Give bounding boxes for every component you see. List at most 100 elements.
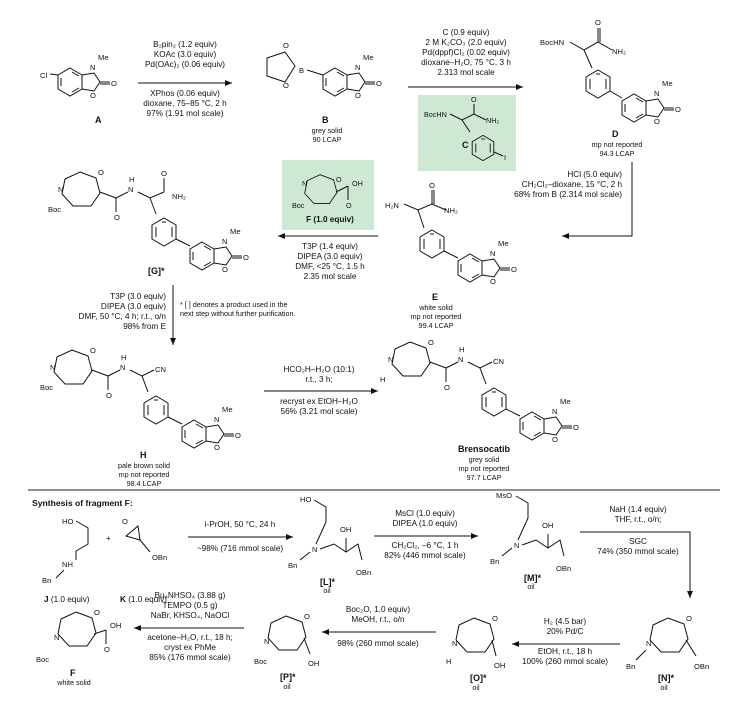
- compound-k-structure: O OBn: [122, 517, 167, 562]
- compound-l-state: oil: [323, 586, 331, 595]
- svg-text:Me: Me: [222, 405, 233, 414]
- compound-f-final-label: F: [70, 668, 76, 678]
- compound-n-label: [N]*: [658, 673, 674, 683]
- svg-text:O: O: [90, 91, 96, 100]
- compound-o-label: [O]*: [470, 673, 487, 683]
- svg-text:CN: CN: [155, 365, 166, 374]
- brensocatib-desc-3: 97.7 LCAP: [467, 473, 502, 482]
- step2-conditions: C (0.9 equiv) 2 M K₂CO₃ (2.0 equiv) Pd(d…: [421, 28, 511, 77]
- compound-g-structure: N Boc O O N H O NH₂ N Me O O: [48, 168, 249, 274]
- svg-text:O: O: [235, 431, 241, 440]
- svg-text:XPhos (0.06 equiv): XPhos (0.06 equiv): [150, 89, 220, 98]
- svg-text:EtOH, r.t., 18 h: EtOH, r.t., 18 h: [538, 647, 593, 656]
- svg-text:O: O: [675, 105, 681, 114]
- svg-text:H: H: [380, 375, 385, 384]
- compound-m-state: oil: [527, 582, 535, 591]
- svg-text:56% (3.21 mol scale): 56% (3.21 mol scale): [281, 407, 358, 416]
- compound-f-final-state: white solid: [56, 678, 91, 687]
- compound-l-structure: HO N Bn OH OBn: [288, 495, 371, 577]
- svg-text:N: N: [90, 63, 95, 72]
- svg-text:68% from B (2.314 mol scale): 68% from B (2.314 mol scale): [514, 190, 622, 199]
- svg-text:H: H: [129, 175, 134, 184]
- svg-text:O: O: [104, 645, 110, 654]
- step4-reagent: F (1.0 equiv): [306, 215, 354, 224]
- svg-text:HO: HO: [62, 517, 73, 526]
- svg-text:OH: OH: [352, 179, 363, 188]
- compound-o-structure: O N H OH: [446, 614, 505, 670]
- svg-text:OBn: OBn: [694, 662, 709, 671]
- svg-text:NaH (1.4 equiv): NaH (1.4 equiv): [609, 505, 667, 514]
- compound-p-state: oil: [283, 682, 291, 691]
- svg-text:N: N: [490, 249, 495, 258]
- svg-text:O: O: [552, 435, 558, 444]
- svg-text:HO: HO: [300, 495, 311, 504]
- svg-text:Cl: Cl: [40, 71, 47, 80]
- svg-text:O: O: [573, 423, 579, 432]
- reagent-c-structure: BocHN O NH₂ I: [424, 95, 506, 162]
- svg-text:Me: Me: [230, 227, 241, 236]
- compound-d-label: D: [612, 129, 619, 139]
- compound-h-label: H: [140, 450, 147, 460]
- reagent-f-highlight: [282, 160, 374, 230]
- svg-text:NaBr, KHSO₄, NaOCl: NaBr, KHSO₄, NaOCl: [151, 611, 230, 620]
- step6-conditions: HCO₂H–H₂O (10:1) r.t., 3 h; recryst ex E…: [280, 365, 358, 416]
- reagent-c-label: C: [462, 140, 469, 150]
- svg-text:O: O: [214, 443, 220, 452]
- svg-text:NH₂: NH₂: [172, 192, 186, 201]
- svg-text:T3P (3.0 equiv): T3P (3.0 equiv): [110, 292, 166, 301]
- svg-text:Pd(dppf)Cl₂ (0.02 equiv): Pd(dppf)Cl₂ (0.02 equiv): [422, 48, 510, 57]
- svg-text:Me: Me: [560, 397, 571, 406]
- svg-text:O: O: [283, 81, 289, 90]
- svg-text:Boc: Boc: [40, 383, 53, 392]
- svg-text:BocHN: BocHN: [540, 38, 564, 47]
- svg-text:85% (176 mmol scale): 85% (176 mmol scale): [149, 653, 231, 662]
- svg-text:OBn: OBn: [356, 568, 371, 577]
- compound-d-structure: BocHN O NH₂ N Me O O: [540, 18, 681, 126]
- compound-f-final-structure: O N Boc O OH: [36, 608, 121, 664]
- compound-e-desc-1: white solid: [418, 303, 453, 312]
- compound-o-state: oil: [472, 683, 480, 692]
- svg-text:N: N: [514, 541, 519, 550]
- svg-text:acetone–H₂O, r.t., 18 h;: acetone–H₂O, r.t., 18 h;: [147, 633, 233, 642]
- svg-text:Bu₄NHSO₄ (3.88 g): Bu₄NHSO₄ (3.88 g): [155, 591, 226, 600]
- svg-text:NH₂: NH₂: [612, 47, 626, 56]
- svg-text:OH: OH: [308, 659, 319, 668]
- svg-text:T3P (1.4 equiv): T3P (1.4 equiv): [302, 242, 358, 251]
- svg-text:82% (446 mmol scale): 82% (446 mmol scale): [384, 551, 466, 560]
- svg-text:~98% (716 mmol scale): ~98% (716 mmol scale): [197, 544, 284, 553]
- svg-text:H: H: [459, 345, 464, 354]
- svg-text:C (0.9 equiv): C (0.9 equiv): [443, 28, 490, 37]
- compound-g-label: [G]*: [148, 266, 165, 276]
- svg-text:N: N: [58, 185, 63, 194]
- svg-text:O: O: [98, 168, 104, 177]
- compound-b-desc-1: grey solid: [312, 126, 343, 135]
- svg-text:dioxane–H₂O, 75 °C, 3 h: dioxane–H₂O, 75 °C, 3 h: [421, 58, 511, 67]
- compound-l-label: [L]*: [320, 577, 335, 587]
- svg-text:O: O: [304, 612, 310, 621]
- svg-text:r.t., 3 h;: r.t., 3 h;: [305, 375, 332, 384]
- svg-text:O: O: [428, 338, 434, 347]
- compound-m-label: [M]*: [524, 573, 541, 583]
- brensocatib-label: Brensocatib: [458, 444, 511, 454]
- svg-text:Bn: Bn: [490, 557, 499, 566]
- svg-text:OBn: OBn: [556, 564, 571, 573]
- svg-text:H₂N: H₂N: [385, 201, 399, 210]
- stepf-conditions: Bu₄NHSO₄ (3.88 g) TEMPO (0.5 g) NaBr, KH…: [147, 591, 233, 662]
- svg-text:N: N: [452, 639, 457, 648]
- compound-p-structure: O N Boc OH: [254, 612, 319, 668]
- stepc-arrow: [580, 531, 693, 598]
- compound-h-desc-2: mp not reported: [119, 470, 170, 479]
- compound-h-structure: N Boc O O N H CN N Me O O: [40, 346, 241, 452]
- svg-text:O: O: [654, 117, 660, 126]
- svg-text:98% (260 mmol scale): 98% (260 mmol scale): [337, 639, 419, 648]
- compound-e-structure: H₂N O NH₂ N Me O O: [385, 181, 517, 286]
- svg-text:OBn: OBn: [152, 553, 167, 562]
- compound-n-structure: O N Bn OBn: [626, 614, 709, 671]
- svg-text:OH: OH: [340, 525, 351, 534]
- svg-text:NH: NH: [62, 560, 73, 569]
- svg-text:N: N: [264, 637, 269, 646]
- svg-text:THF, r.t., o/n;: THF, r.t., o/n;: [615, 515, 662, 524]
- svg-text:NH₂: NH₂: [444, 206, 458, 215]
- svg-text:2 M K₂CO₃ (2.0 equiv): 2 M K₂CO₃ (2.0 equiv): [425, 38, 506, 47]
- compound-a-label: A: [95, 115, 102, 125]
